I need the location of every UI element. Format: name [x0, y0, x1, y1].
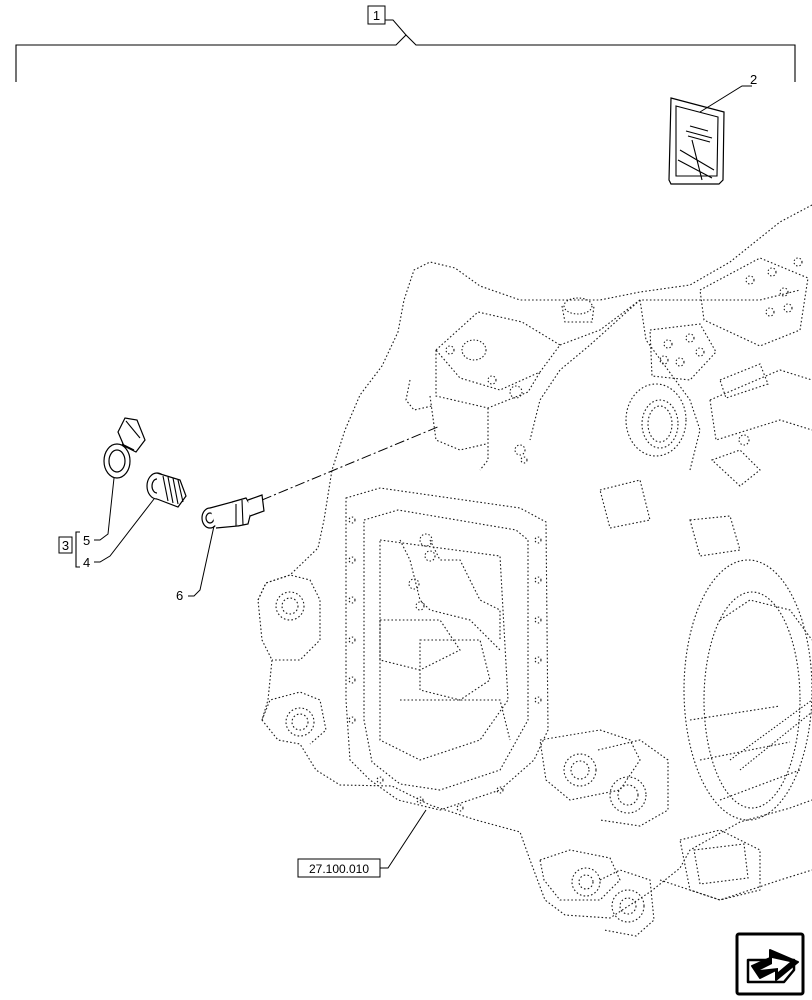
callout-3-box[interactable]: 3 [58, 536, 73, 554]
adapter-fitting-part[interactable] [201, 494, 265, 529]
assembly-centerline [261, 425, 441, 501]
callout-5-label[interactable]: 5 [83, 533, 90, 548]
leader-6 [188, 525, 215, 597]
callout-1-label: 1 [373, 8, 380, 23]
next-page-arrow-icon[interactable] [735, 932, 805, 996]
kit-bracket [75, 531, 80, 568]
leader-5 [94, 477, 115, 541]
dust-cap-part[interactable] [103, 417, 146, 479]
leader-4 [94, 498, 155, 563]
leader-2 [699, 85, 752, 113]
section-reference-label: 27.100.010 [309, 862, 369, 876]
callout-4-label[interactable]: 4 [83, 555, 90, 570]
callout-1-box[interactable]: 1 [367, 5, 386, 25]
section-reference-box[interactable]: 27.100.010 [297, 858, 381, 878]
transmission-housing-phantom [257, 204, 812, 937]
callout-3-label: 3 [62, 538, 69, 553]
leader-section-ref [380, 809, 427, 869]
callout-2-label[interactable]: 2 [750, 72, 757, 87]
manual-bag-part[interactable] [668, 97, 725, 185]
callout-6-label[interactable]: 6 [176, 588, 183, 603]
assembly-bracket [15, 19, 796, 82]
quick-coupler-part[interactable] [146, 472, 187, 508]
